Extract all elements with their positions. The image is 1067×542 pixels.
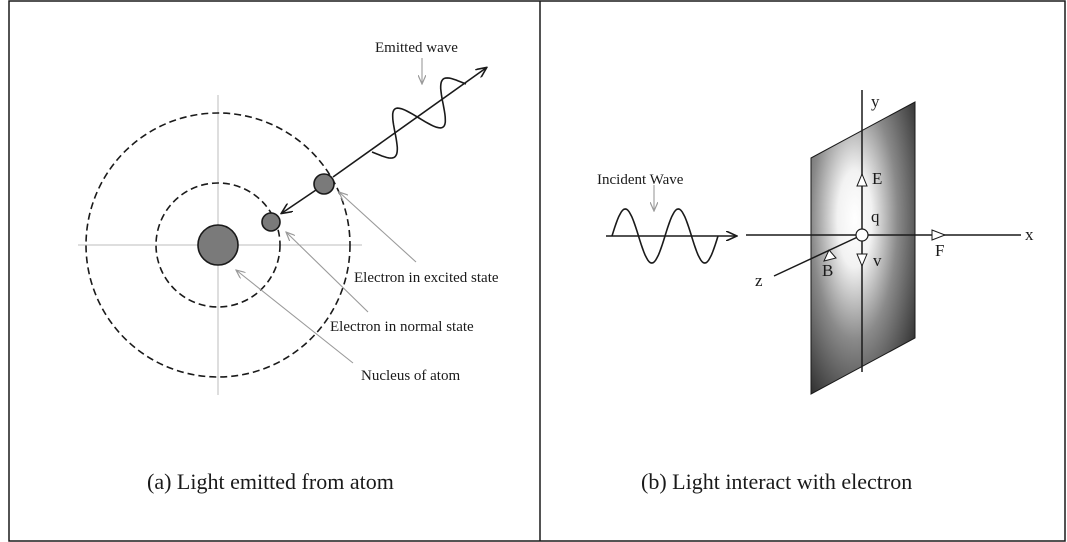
vector-E-label: E xyxy=(872,169,882,188)
vector-v-label: v xyxy=(873,251,882,270)
z-axis xyxy=(773,234,863,277)
emitted-wave xyxy=(371,77,467,159)
caption-a: (a) Light emitted from atom xyxy=(147,469,394,494)
vector-F-label: F xyxy=(935,241,944,260)
transition-arrow xyxy=(282,189,317,213)
axis-z-label: z xyxy=(755,271,763,290)
vector-E-arrow xyxy=(856,172,868,187)
inner-orbit xyxy=(155,182,281,308)
field-plane xyxy=(810,101,916,395)
axis-x-label: x xyxy=(1025,225,1034,244)
vector-B-label: B xyxy=(822,261,833,280)
vector-B-arrow xyxy=(823,249,837,262)
outer-orbit xyxy=(85,112,351,378)
electron-excited-state xyxy=(313,173,335,195)
figure-frame xyxy=(8,0,1066,542)
vector-v-arrow xyxy=(856,253,868,268)
incident-wave-label: Incident Wave xyxy=(597,172,684,188)
excited-pointer xyxy=(339,192,417,263)
caption-b: (b) Light interact with electron xyxy=(641,469,912,494)
vector-F-arrow xyxy=(931,229,947,241)
nucleus xyxy=(197,224,239,266)
axis-y-label: y xyxy=(871,92,880,111)
normal-pointer xyxy=(286,232,369,313)
nucleus-pointer xyxy=(236,270,354,364)
charge-q xyxy=(855,228,869,242)
nucleus-label: Nucleus of atom xyxy=(361,368,460,384)
emitted-wave-label: Emitted wave xyxy=(375,40,458,56)
electron-normal-state xyxy=(261,212,281,232)
panel-a: Emitted wave Electron in excited state E… xyxy=(78,40,499,494)
excited-state-label: Electron in excited state xyxy=(354,270,499,286)
normal-state-label: Electron in normal state xyxy=(330,319,474,335)
charge-q-label: q xyxy=(871,207,880,226)
emission-arrow xyxy=(332,68,486,178)
panel-b: Incident Wave y x z E q B v F (b) Light … xyxy=(597,90,1034,494)
